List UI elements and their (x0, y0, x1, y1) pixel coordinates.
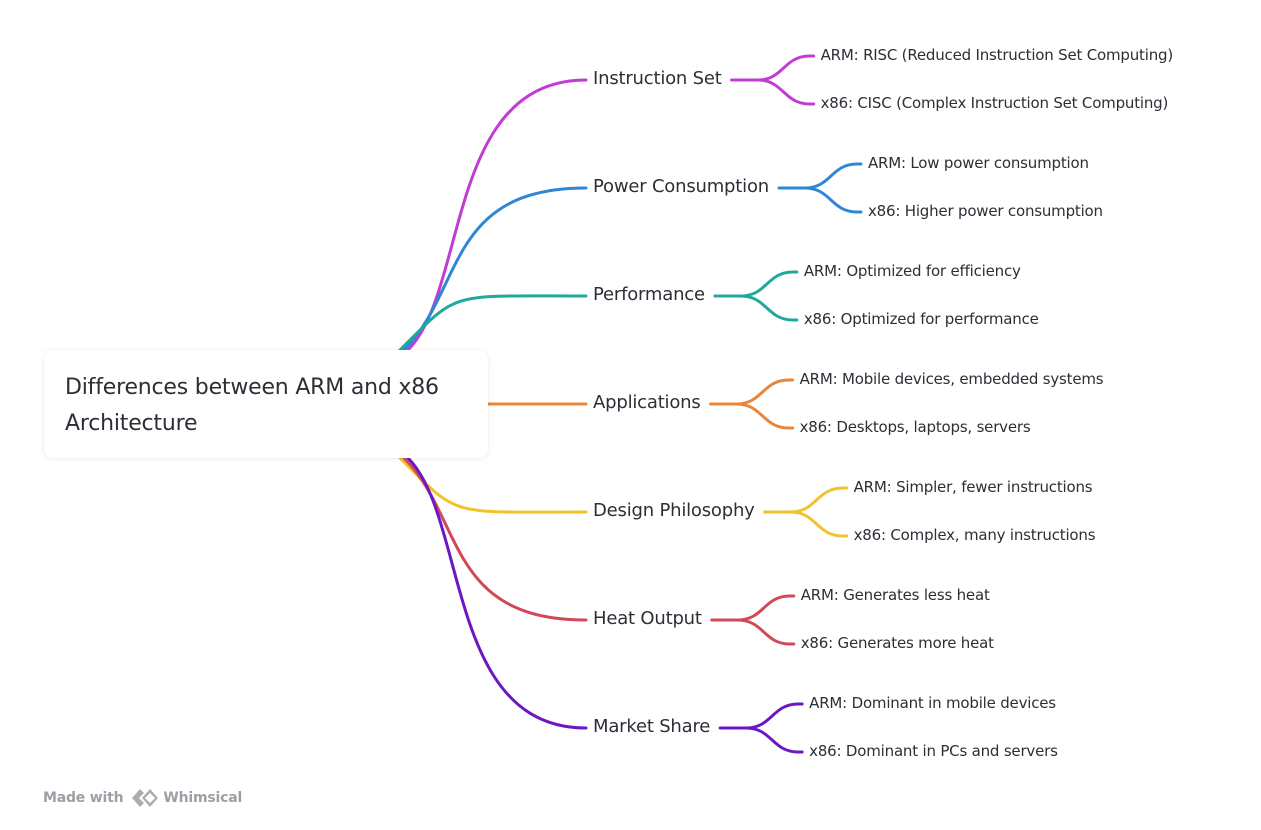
whimsical-brand-text: Whimsical (163, 790, 243, 806)
leaf-label-4-2[interactable]: x86: Desktops, laptops, servers (799, 418, 1031, 436)
root-title-line-2: Architecture (65, 411, 198, 436)
leaf-connector-4-2 (735, 402, 795, 430)
leaf-connector-2-1 (803, 162, 863, 190)
leaf-label-2-1[interactable]: ARM: Low power consumption (867, 154, 1089, 172)
leaf-label-7-2[interactable]: x86: Dominant in PCs and servers (809, 742, 1058, 760)
leaf-label-1-2[interactable]: x86: CISC (Complex Instruction Set Compu… (820, 94, 1169, 112)
root-title-line-1: Differences between ARM and x86 (65, 375, 439, 400)
leaf-connector-3-2 (739, 294, 799, 322)
branch-label-6[interactable]: Heat Output (593, 608, 702, 629)
leaf-connector-2-2 (803, 186, 863, 214)
leaf-connector-6-2 (736, 618, 796, 646)
leaf-label-5-2[interactable]: x86: Complex, many instructions (853, 526, 1096, 544)
leaf-connector-5-2 (789, 510, 849, 538)
leaf-label-1-1[interactable]: ARM: RISC (Reduced Instruction Set Compu… (820, 46, 1174, 64)
branch-connector-1 (406, 78, 588, 352)
leaf-label-3-2[interactable]: x86: Optimized for performance (803, 310, 1039, 328)
branch-label-3[interactable]: Performance (593, 284, 705, 305)
leaf-connector-1-2 (756, 78, 816, 106)
leaf-connector-4-1 (735, 378, 795, 406)
leaf-connector-3-1 (739, 270, 799, 298)
made-with-badge[interactable]: Made with Whimsical (43, 786, 242, 810)
leaf-label-4-1[interactable]: ARM: Mobile devices, embedded systems (799, 370, 1104, 388)
leaf-connector-1-1 (756, 54, 816, 82)
branch-label-4[interactable]: Applications (593, 392, 701, 413)
branch-connector-6 (402, 456, 588, 622)
leaf-connector-5-1 (789, 486, 849, 514)
branch-connector-3 (398, 294, 588, 352)
branch-connector-2 (402, 186, 588, 352)
leaf-connector-6-1 (736, 594, 796, 622)
branch-label-2[interactable]: Power Consumption (593, 176, 769, 197)
branch-label-5[interactable]: Design Philosophy (593, 500, 755, 521)
leaf-label-7-1[interactable]: ARM: Dominant in mobile devices (809, 694, 1056, 712)
leaf-label-5-1[interactable]: ARM: Simpler, fewer instructions (853, 478, 1093, 496)
made-with-text: Made with (43, 790, 124, 806)
leaf-label-6-1[interactable]: ARM: Generates less heat (800, 586, 990, 604)
leaf-connector-7-1 (744, 702, 804, 730)
leaf-label-3-1[interactable]: ARM: Optimized for efficiency (803, 262, 1021, 280)
whimsical-logo-icon (132, 789, 159, 807)
root-node[interactable]: Differences between ARM and x86 Architec… (44, 350, 488, 458)
branch-connector-7 (406, 456, 588, 730)
leaf-label-6-2[interactable]: x86: Generates more heat (800, 634, 994, 652)
branch-label-1[interactable]: Instruction Set (593, 68, 722, 89)
leaf-label-2-2[interactable]: x86: Higher power consumption (867, 202, 1103, 220)
leaf-connector-7-2 (744, 726, 804, 754)
branch-label-7[interactable]: Market Share (593, 716, 711, 737)
